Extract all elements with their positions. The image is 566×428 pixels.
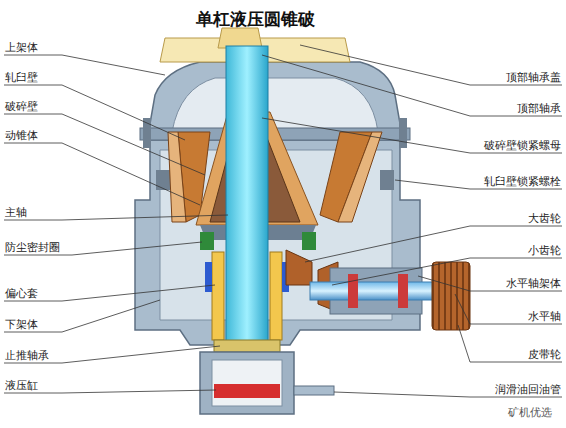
part-label: 轧臼壁 <box>5 71 38 84</box>
part-label: 小齿轮 <box>528 244 561 257</box>
part-label: 破碎壁 <box>5 100 38 113</box>
part-label: 上架体 <box>5 41 38 54</box>
part-label: 偏心套 <box>5 287 38 300</box>
part-label: 大齿轮 <box>528 212 561 225</box>
part-label: 顶部轴承盖 <box>506 71 561 84</box>
part-label: 止推轴承 <box>5 349 49 362</box>
part-label: 皮带轮 <box>528 348 561 361</box>
part-label: 顶部轴承 <box>517 102 561 115</box>
part-label: 润滑油回油管 <box>495 383 561 396</box>
part-label: 水平轴 <box>528 310 561 323</box>
watermark: 矿机优选 <box>508 405 552 420</box>
part-label: 下架体 <box>5 318 38 331</box>
part-label: 破碎壁锁紧螺母 <box>484 139 561 152</box>
part-label: 轧臼壁锁紧螺栓 <box>484 175 561 188</box>
part-label: 动锥体 <box>5 129 38 142</box>
part-label: 水平轴架体 <box>506 277 561 290</box>
part-label: 主轴 <box>5 206 27 219</box>
part-label: 液压缸 <box>5 379 38 392</box>
part-label: 防尘密封圈 <box>5 241 60 254</box>
diagram-title: 单杠液压圆锥破 <box>196 8 315 31</box>
